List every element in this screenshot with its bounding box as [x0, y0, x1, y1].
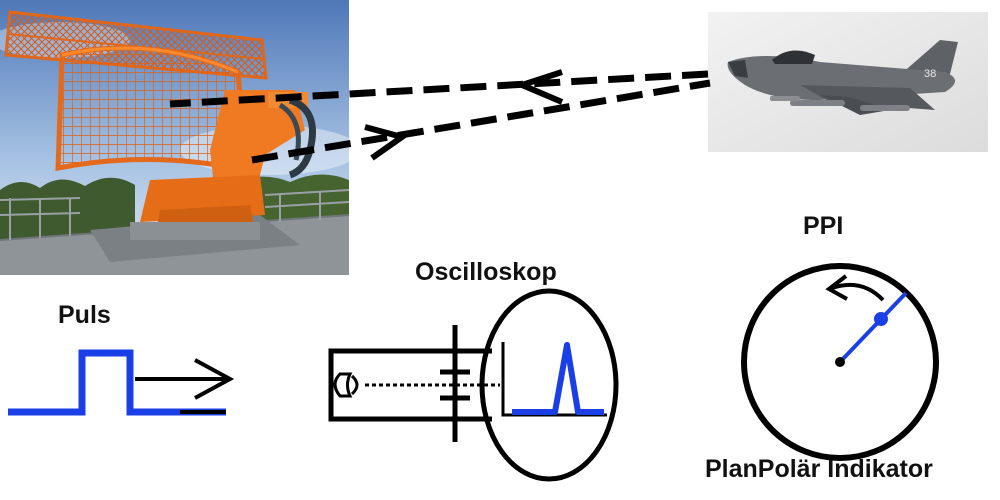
ppi-center-dot	[835, 357, 845, 367]
radar-beam-lines	[169, 70, 711, 164]
crt-tube	[328, 348, 492, 422]
rotation-arrow	[825, 274, 885, 302]
pulse-waveform	[8, 349, 226, 416]
transmit-arrowhead	[364, 124, 409, 161]
transmit-pulse-line	[251, 79, 711, 164]
pulse-label: Puls	[58, 301, 111, 329]
oscilloscope-diagram	[328, 288, 619, 482]
electron-gun	[333, 372, 353, 398]
deflection-plates	[440, 325, 470, 442]
screen-axis	[501, 342, 607, 417]
return-echo-line	[169, 70, 709, 108]
radar-antenna-photo	[0, 0, 360, 275]
crt-screen	[479, 288, 619, 482]
sweep-line	[838, 291, 908, 364]
pulse-diagram	[8, 349, 235, 416]
echo-trace	[512, 342, 604, 415]
ppi-scope-circle	[741, 263, 939, 461]
target-blip	[874, 312, 888, 326]
echo-arrowhead	[513, 69, 564, 105]
oscilloscope-label: Oscilloskop	[415, 258, 557, 286]
ppi-full-name-label: PlanPolär Indikator	[705, 455, 933, 483]
jet-aircraft-photo: 38	[708, 12, 988, 152]
pulse-direction-arrow	[135, 358, 235, 400]
aircraft-marking: 38	[924, 68, 936, 80]
ppi-label: PPI	[803, 212, 844, 240]
ppi-diagram	[741, 263, 939, 461]
